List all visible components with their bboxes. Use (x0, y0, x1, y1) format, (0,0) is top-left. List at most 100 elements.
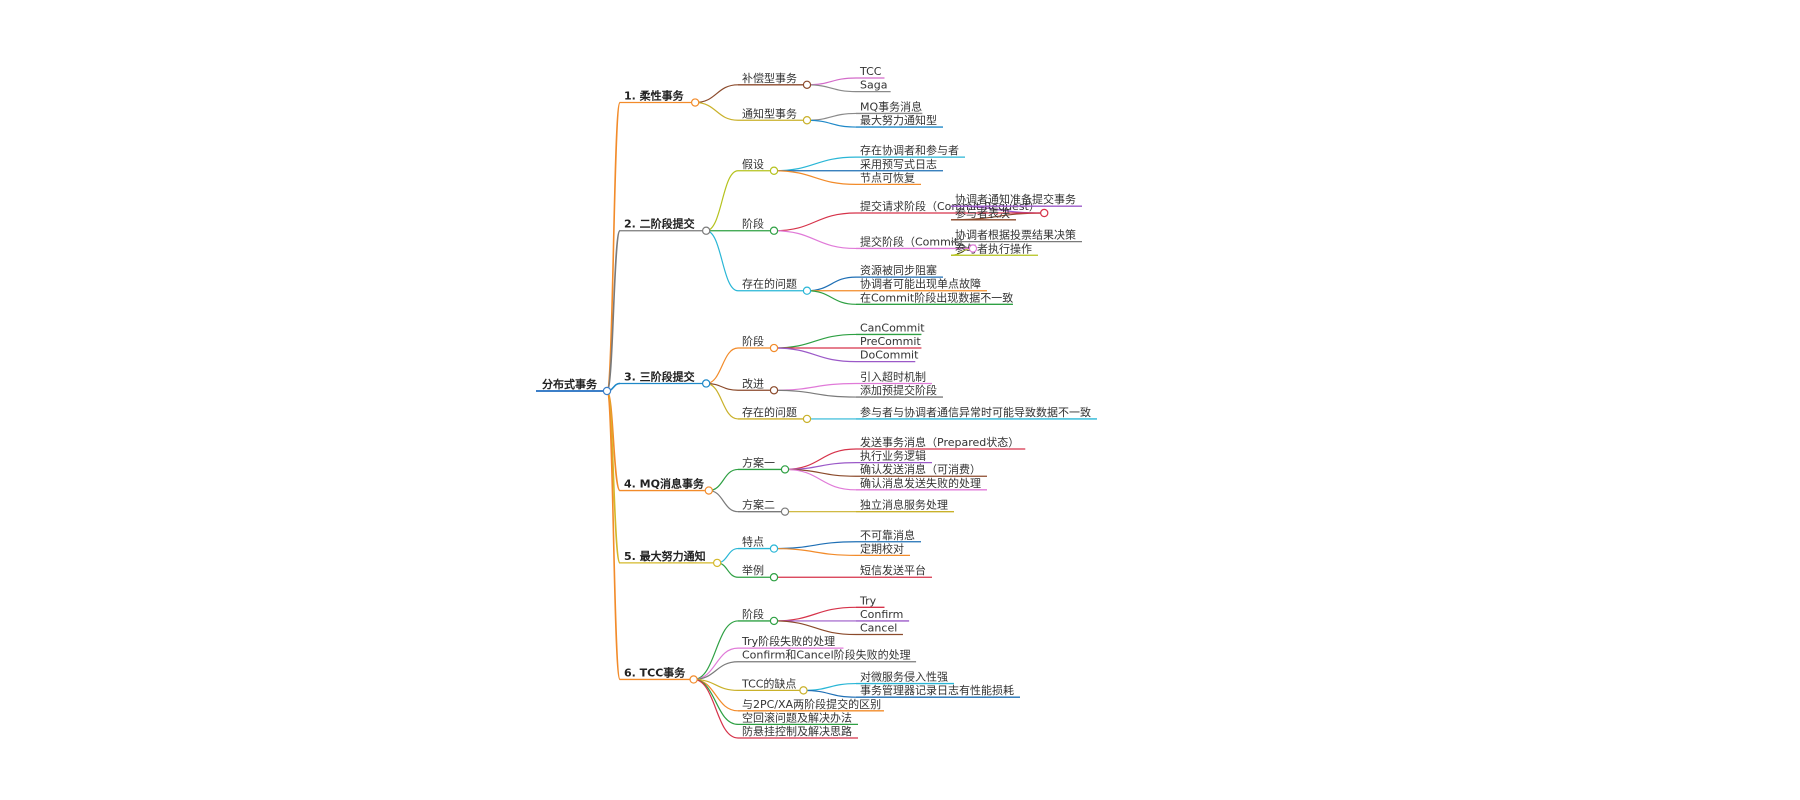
branch-connector (693, 678, 739, 725)
branch-connector (803, 689, 857, 698)
collapse-toggle-icon[interactable] (769, 166, 779, 175)
branch-connector (773, 389, 857, 398)
node-label-d2: 阶段 (742, 607, 764, 621)
node-label-d2: 补偿型事务 (742, 71, 797, 85)
node-label-d3: Try (859, 594, 877, 607)
branch-connector (773, 547, 857, 556)
branch-connector (806, 112, 857, 121)
node-label-d3: 节点可恢复 (860, 170, 915, 184)
collapse-toggle-icon[interactable] (701, 379, 711, 388)
node-label-d3: 资源被同步阻塞 (860, 263, 937, 277)
node-label-d2: 存在的问题 (742, 405, 797, 419)
node-label-d2: 举例 (742, 563, 764, 577)
node-label-d3: 发送事务消息（Prepared状态） (860, 435, 1019, 449)
branch-connector (705, 230, 739, 292)
node-label-d2: 存在的问题 (742, 277, 797, 291)
collapse-toggle-icon[interactable] (769, 343, 779, 353)
node-label-d4: 协调者根据投票结果决策 (955, 228, 1076, 242)
node-label-d1: 3. 三阶段提交 (624, 369, 695, 383)
collapse-toggle-icon[interactable] (802, 116, 812, 125)
branch-connector (773, 230, 857, 250)
branch-connector (693, 647, 739, 681)
collapse-toggle-icon[interactable] (704, 486, 714, 495)
collapse-toggle-icon[interactable] (769, 573, 779, 582)
node-label-d2: 方案二 (742, 498, 775, 512)
collapse-toggle-icon[interactable] (780, 465, 790, 474)
node-label-d3: MQ事务消息 (860, 99, 922, 113)
node-label-d2: 与2PC/XA两阶段提交的区别 (742, 697, 881, 711)
branch-connector (773, 170, 857, 185)
branch-connector (773, 620, 857, 636)
collapse-toggle-icon[interactable] (712, 558, 722, 568)
node-label-d2: 阶段 (742, 217, 764, 231)
node-label-d3: PreCommit (860, 335, 921, 348)
collapse-toggle-icon[interactable] (802, 414, 812, 424)
node-label-d3: 引入超时机制 (860, 369, 926, 383)
collapse-toggle-icon[interactable] (1040, 208, 1049, 218)
branch-connector (784, 468, 857, 491)
collapse-toggle-icon[interactable] (769, 544, 779, 553)
branch-connector (606, 229, 621, 392)
branch-connector (773, 382, 857, 391)
branch-connector (706, 347, 739, 385)
branch-connector (708, 489, 739, 513)
node-label-d2: 特点 (742, 535, 764, 549)
collapse-toggle-icon[interactable] (802, 80, 812, 90)
branch-connector (773, 156, 857, 172)
node-label-d2: 方案一 (742, 455, 775, 469)
node-label-d3: 添加预提交阶段 (860, 383, 937, 397)
branch-connector (803, 682, 857, 691)
node-label-d3: 采用预写式日志 (860, 158, 937, 171)
node-label-d3: Cancel (860, 622, 897, 635)
node-label-d3: 对微服务侵入性强 (860, 670, 948, 684)
node-label-d1: 2. 二阶段提交 (624, 217, 695, 231)
node-label-d2: 阶段 (742, 334, 764, 348)
node-label-d2: 假设 (742, 157, 764, 171)
collapse-toggle-icon[interactable] (689, 675, 698, 684)
collapse-toggle-icon[interactable] (780, 507, 790, 516)
node-label-d3: Confirm (860, 608, 903, 621)
branch-connector (806, 119, 857, 128)
node-label-d3: 提交请求阶段（Commit-Request） (860, 199, 1040, 213)
collapse-toggle-icon[interactable] (799, 686, 808, 695)
node-label-d3: 最大努力通知型 (860, 113, 937, 127)
node-label-d3: 执行业务逻辑 (860, 449, 926, 463)
node-label-d3: 定期校对 (860, 541, 904, 555)
node-label-d2: Try阶段失败的处理 (741, 634, 835, 648)
node-label-d3: Saga (860, 79, 887, 92)
collapse-toggle-icon[interactable] (769, 226, 779, 235)
node-label-d4: 协调者通知准备提交事务 (955, 192, 1076, 206)
collapse-toggle-icon[interactable] (602, 386, 612, 396)
node-label-d4: 参与者执行操作 (955, 241, 1032, 255)
node-label-d1: 5. 最大努力通知 (624, 549, 706, 563)
branch-connector (773, 606, 857, 622)
branch-connector (806, 77, 857, 86)
node-label-d1: 6. TCC事务 (624, 665, 686, 679)
node-label-d1: 1. 柔性事务 (624, 89, 685, 103)
branch-connector (806, 84, 857, 93)
node-label-d3: 确认消息发送失败的处理 (860, 476, 981, 490)
collapse-toggle-icon[interactable] (769, 386, 779, 395)
branch-connector (773, 541, 857, 550)
collapse-toggle-icon[interactable] (769, 616, 779, 626)
collapse-toggle-icon[interactable] (968, 244, 978, 253)
branch-connector (806, 290, 857, 305)
branch-connector (693, 678, 739, 712)
node-label-d3: 事务管理器记录日志有性能损耗 (860, 683, 1014, 697)
collapse-toggle-icon[interactable] (802, 286, 812, 295)
node-label-d4: 参与者表决 (955, 206, 1010, 220)
node-label-d3: 独立消息服务处理 (860, 498, 948, 512)
branch-connector (806, 276, 857, 292)
collapse-toggle-icon[interactable] (690, 98, 700, 107)
node-label-d1: 4. MQ消息事务 (624, 477, 705, 491)
branch-connector (773, 333, 857, 349)
branch-connector (705, 170, 739, 232)
branch-connector (693, 620, 739, 681)
node-label-d2: 防悬挂控制及解决思路 (742, 724, 852, 738)
node-label-d3: DoCommit (860, 349, 919, 362)
collapse-toggle-icon[interactable] (701, 226, 711, 235)
node-label-d3: 在Commit阶段出现数据不一致 (860, 290, 1013, 304)
branch-connector (773, 347, 857, 363)
